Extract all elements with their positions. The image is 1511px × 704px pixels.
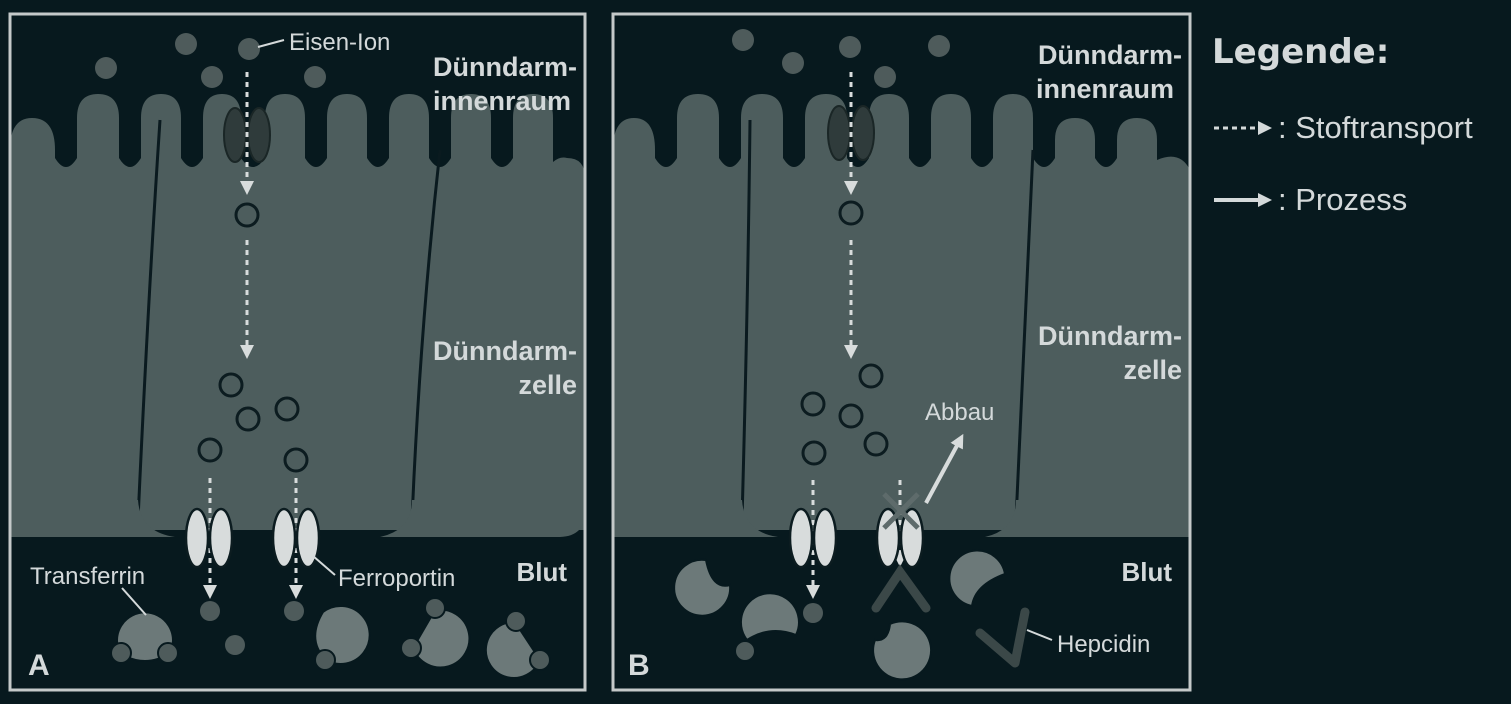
panel-a-cell-border-left xyxy=(136,119,162,521)
legend-item-process: : Prozess xyxy=(1212,180,1473,220)
iron-ion xyxy=(803,603,823,623)
panel-b-frame xyxy=(611,12,1192,692)
panel-b-cell-layer xyxy=(613,94,1190,540)
iron-ion xyxy=(801,440,827,466)
transferrin-empty xyxy=(948,549,1007,608)
iron-ion xyxy=(838,200,864,226)
panel-a-lumen-iron xyxy=(95,33,326,88)
panel-a-cell-layer xyxy=(10,94,585,540)
panel-a-cell-border-right xyxy=(410,149,442,521)
callout-line xyxy=(1026,629,1053,641)
callout-line xyxy=(312,555,336,576)
iron-ion xyxy=(175,33,197,55)
cell-label-line2: zelle xyxy=(1123,355,1182,385)
transferrin-loaded xyxy=(314,605,371,665)
panel-a-transferrin xyxy=(110,597,551,679)
lumen-label-line2: innenraum xyxy=(1036,74,1174,104)
lumen-label-line1: Dünndarm- xyxy=(1038,40,1182,70)
panel-a: Eisen-Ion Dünndarm- innenraum Dünndarm- … xyxy=(0,12,600,704)
panel-a-apical-transporter xyxy=(223,107,271,163)
hepcidin-label: Hepcidin xyxy=(1057,631,1150,658)
iron-ion xyxy=(800,391,826,417)
panel-a-cell-iron xyxy=(197,202,309,473)
iron-ion xyxy=(238,38,260,60)
iron-ion xyxy=(234,202,260,228)
iron-ion xyxy=(201,66,223,88)
panel-a-transport-arrows xyxy=(203,72,303,599)
panel-a-letter: A xyxy=(28,649,50,682)
panel-b-lumen-iron xyxy=(732,29,950,88)
transferrin-loaded xyxy=(739,592,800,642)
lumen-label-line2: innenraum xyxy=(433,86,571,116)
transferrin-loaded xyxy=(411,608,471,669)
panel-b-cell-border-right xyxy=(1014,149,1035,521)
iron-ion-label: Eisen-Ion xyxy=(289,29,390,56)
iron-ion xyxy=(200,601,220,621)
panel-a-blood-iron xyxy=(200,601,304,655)
legend: Legende: : Stoftransport : Prozess xyxy=(1212,32,1473,252)
transferrin-empty xyxy=(673,558,732,617)
iron-ion xyxy=(235,406,261,432)
iron-ion xyxy=(218,372,244,398)
cell-label-line1: Dünndarm- xyxy=(433,336,577,366)
panel-a-frame xyxy=(8,12,587,692)
blood-label: Blut xyxy=(1121,557,1172,587)
dotted-arrow-icon xyxy=(1214,121,1272,135)
panel-b-cell-iron xyxy=(800,200,889,466)
legend-title: Legende: xyxy=(1212,32,1390,72)
iron-ion xyxy=(928,35,950,57)
iron-ion xyxy=(732,29,754,51)
panel-b: Dünndarm- innenraum Dünndarm- zelle Abba… xyxy=(600,12,1200,704)
iron-ion xyxy=(225,635,245,655)
iron-ion xyxy=(283,447,309,473)
degradation-arrow xyxy=(924,433,964,504)
legend-item-transport: : Stoftransport xyxy=(1212,108,1473,148)
callout-line xyxy=(257,39,285,48)
solid-arrow-icon xyxy=(1214,193,1272,207)
transferrin-empty xyxy=(872,620,933,681)
iron-ion xyxy=(95,57,117,79)
ferroportin-label: Ferroportin xyxy=(338,565,455,592)
panel-a-cell-base xyxy=(10,500,585,537)
panel-b-transport-arrows xyxy=(806,72,907,599)
legend-item-process-label: : Prozess xyxy=(1278,182,1408,217)
iron-ion xyxy=(197,437,223,463)
iron-ion xyxy=(839,36,861,58)
panel-b-letter: B xyxy=(628,649,650,682)
degradation-label: Abbau xyxy=(925,399,994,426)
panel-b-ferroportin xyxy=(788,507,925,569)
blood-label: Blut xyxy=(516,557,567,587)
legend-item-transport-label: : Stoftransport xyxy=(1278,110,1473,145)
cell-label-line2: zelle xyxy=(518,370,577,400)
cell-label-line1: Dünndarm- xyxy=(1038,321,1182,351)
transferrin-loaded xyxy=(484,620,542,679)
hepcidin-free xyxy=(975,607,1030,668)
lumen-label-line1: Dünndarm- xyxy=(433,52,577,82)
iron-ion xyxy=(874,66,896,88)
iron-ion xyxy=(274,396,300,422)
iron-ion xyxy=(863,431,889,457)
hepcidin-bound xyxy=(871,564,931,613)
iron-ion xyxy=(838,403,864,429)
iron-ion xyxy=(304,66,326,88)
iron-ion xyxy=(858,363,884,389)
iron-ion xyxy=(284,601,304,621)
iron-ion xyxy=(782,52,804,74)
callout-line xyxy=(121,587,147,616)
blocked-transport-x xyxy=(882,492,920,530)
panel-b-cell-base xyxy=(613,500,1190,537)
transferrin-label: Transferrin xyxy=(30,563,145,590)
panel-b-cell-border-left xyxy=(740,119,752,521)
panel-a-ferroportin xyxy=(184,507,321,569)
panel-b-transferrin xyxy=(673,549,1007,681)
